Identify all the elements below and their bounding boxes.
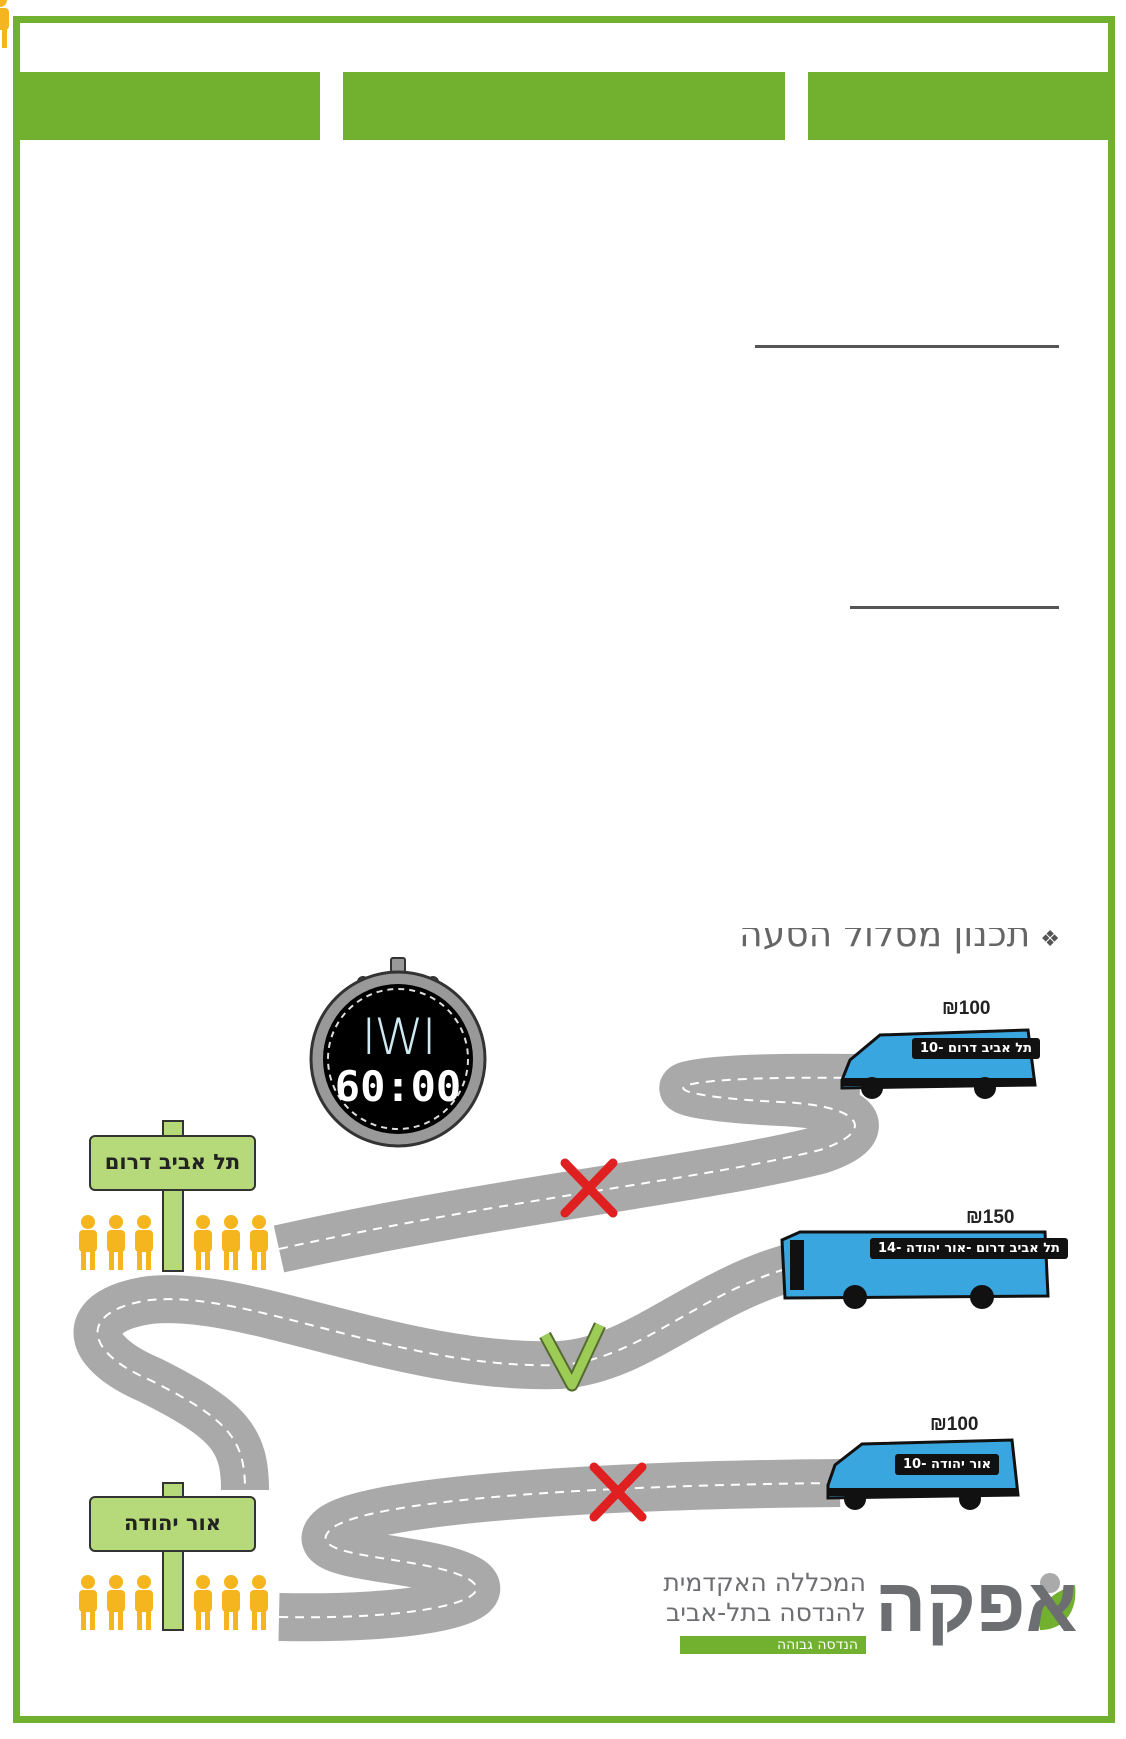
station-sign-or-yehuda: אור יהודה [89, 1496, 256, 1552]
bus-price: ₪150 [966, 1207, 1015, 1228]
header-bar-right [808, 72, 1109, 140]
stopwatch-icon [309, 957, 487, 1148]
stopwatch-brand: IWI [361, 1008, 437, 1066]
bus-route-label: אור יהודה -10 [895, 1454, 1000, 1475]
logo-tagline: הנדסה גבוהה [680, 1636, 866, 1654]
section-heading: ❖ תכנון מסלול הסעה [700, 928, 1060, 956]
heading-text: תכנון מסלול הסעה [739, 928, 1031, 955]
road-2 [73, 1241, 807, 1491]
bullet-icon: ❖ [1040, 928, 1060, 952]
logo-leaf-icon [1039, 1573, 1076, 1630]
bus-price: ₪100 [930, 1414, 979, 1435]
logo-name: אפקה [875, 1563, 1078, 1648]
bus-route-label: תל אביב דרום -10 [912, 1038, 1040, 1059]
people-group-icon [0, 0, 9, 48]
cross-icon [589, 1462, 647, 1522]
bus-price: ₪100 [942, 998, 991, 1019]
logo-line-1: המכללה האקדמית [663, 1568, 866, 1597]
divider-line [755, 345, 1059, 348]
station-sign-tel-aviv: תל אביב דרום [89, 1135, 256, 1191]
stopwatch-time: 60:00 [334, 1062, 462, 1111]
minibus-3 [826, 1438, 1020, 1510]
bus-route-label: תל אביב דרום -אור יהודה -14 [870, 1238, 1068, 1259]
logo-line-2: להנדסה בתל-אביב [665, 1598, 866, 1627]
divider-line [850, 606, 1059, 609]
header-bar-center [343, 72, 785, 140]
page-frame [13, 16, 1115, 1723]
header-bar-left [20, 72, 320, 140]
cross-icon [560, 1158, 618, 1218]
